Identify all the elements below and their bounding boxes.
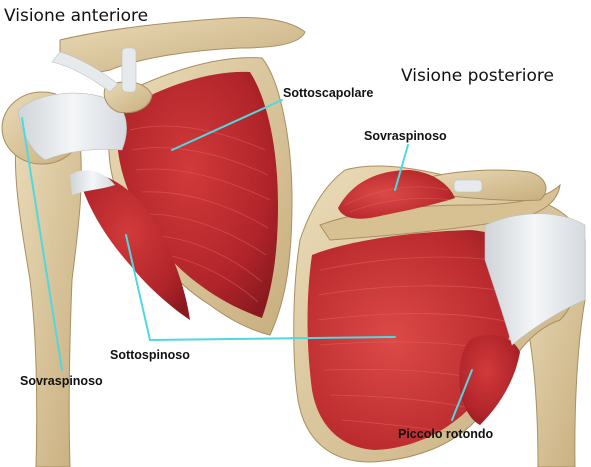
label-piccolo-rotondo: Piccolo rotondo [398, 427, 493, 441]
label-sovraspinoso-anterior: Sovraspinoso [20, 374, 103, 388]
posterior-view-title: Visione posteriore [401, 66, 554, 86]
anterior-humerus [15, 120, 81, 467]
anterior-view [2, 18, 305, 467]
label-sovraspinoso-posterior: Sovraspinoso [364, 129, 447, 143]
anterior-ligament-column [122, 48, 136, 92]
posterior-view [294, 166, 585, 467]
label-sottoscapolare: Sottoscapolare [283, 86, 373, 100]
anterior-view-title: Visione anteriore [4, 6, 148, 26]
posterior-top-tendon [454, 180, 482, 192]
label-sottospinoso: Sottospinoso [110, 348, 190, 362]
